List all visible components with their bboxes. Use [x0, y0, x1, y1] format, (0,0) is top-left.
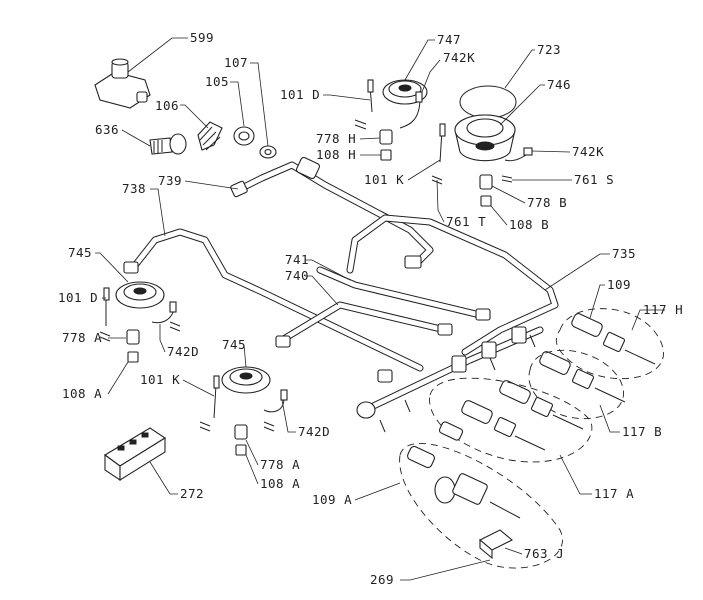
label-272: 272	[180, 486, 204, 501]
label-117H: 117 H	[643, 302, 683, 317]
pipework	[123, 156, 559, 433]
nozzle-108A-mid	[235, 444, 247, 456]
label-107: 107	[224, 55, 248, 70]
pipe-738	[123, 228, 424, 372]
electrode-742D-left	[151, 301, 177, 324]
injector-778H	[379, 129, 393, 145]
label-636: 636	[95, 122, 119, 137]
label-747: 747	[437, 32, 461, 47]
elbow-106	[197, 121, 223, 151]
label-108A-left: 108 A	[62, 386, 102, 401]
nut-105	[233, 126, 255, 146]
injector-778B	[479, 174, 493, 190]
nozzle-108A-left	[127, 351, 139, 363]
injector-778A-left	[126, 329, 140, 345]
leader-lines	[95, 37, 665, 581]
label-117B: 117 B	[622, 424, 662, 439]
label-109A: 109 A	[312, 492, 352, 507]
label-106: 106	[155, 98, 179, 113]
pipe-739	[230, 156, 434, 269]
electrode-742D-mid	[263, 389, 288, 413]
label-117A: 117 A	[594, 486, 634, 501]
gas-tap-group-117H	[539, 308, 664, 403]
thermocouple-101K-top	[439, 123, 446, 163]
label-105: 105	[205, 74, 229, 89]
pipe-735	[346, 214, 559, 356]
label-763J: 763 J	[524, 546, 564, 561]
label-101D-left: 101 D	[58, 290, 98, 305]
label-778A-mid: 778 A	[260, 457, 300, 472]
ignition-module-272	[104, 427, 167, 482]
burner-746	[454, 114, 516, 162]
label-599: 599	[190, 30, 214, 45]
injector-778A-mid	[234, 424, 248, 440]
gas-tap-group-117A	[429, 377, 593, 463]
label-739: 739	[158, 173, 182, 188]
nozzle-108B	[480, 195, 492, 207]
pipe-741	[316, 266, 491, 321]
callout-labels: 599 747 723 742K 107 105 101 D 746 106 6…	[58, 30, 683, 587]
label-108B: 108 B	[509, 217, 549, 232]
label-742D-left: 742D	[167, 344, 199, 359]
label-745-mid: 745	[222, 337, 246, 352]
label-778A-left: 778 A	[62, 330, 102, 345]
gas-tap-group-117B	[499, 349, 624, 430]
burner-747	[382, 79, 428, 105]
label-109: 109	[607, 277, 631, 292]
label-101D-top: 101 D	[280, 87, 320, 102]
pipe-740	[275, 301, 453, 348]
label-742K-top: 742K	[443, 50, 475, 65]
label-740: 740	[285, 268, 309, 283]
label-101K-top: 101 K	[364, 172, 404, 187]
regulator-599	[94, 58, 151, 109]
ring-723	[459, 85, 517, 119]
label-746: 746	[547, 77, 571, 92]
label-742D-mid: 742D	[298, 424, 330, 439]
label-741: 741	[285, 252, 309, 267]
burner-745-mid	[221, 366, 271, 394]
label-742K-right: 742K	[572, 144, 604, 159]
label-101K-mid: 101 K	[140, 372, 180, 387]
thermocouple-101D-top	[367, 79, 374, 113]
valve-assembly-269	[399, 443, 563, 569]
electrode-742K-right	[504, 147, 533, 162]
label-108A-mid: 108 A	[260, 476, 300, 491]
manifold-rail	[356, 326, 544, 433]
thermocouple-101D-left	[103, 287, 110, 326]
washer-107	[259, 145, 277, 159]
hose-fitting-636	[149, 133, 187, 155]
label-761T: 761 T	[446, 214, 486, 229]
label-778H: 778 H	[316, 131, 356, 146]
clip-761S	[501, 175, 513, 183]
burner-745-left	[115, 281, 165, 309]
label-723: 723	[537, 42, 561, 57]
label-108H: 108 H	[316, 147, 356, 162]
clip-top-left	[354, 119, 367, 130]
label-269: 269	[370, 572, 394, 587]
clip-left	[99, 321, 181, 342]
thermocouple-101K-mid	[213, 375, 220, 419]
nozzle-108H	[380, 149, 392, 161]
label-738: 738	[122, 181, 146, 196]
label-761S: 761 S	[574, 172, 614, 187]
label-735: 735	[612, 246, 636, 261]
label-778B: 778 B	[527, 195, 567, 210]
clip-mid	[199, 421, 275, 432]
electrode-742K-top	[399, 91, 423, 129]
label-745-left: 745	[68, 245, 92, 260]
